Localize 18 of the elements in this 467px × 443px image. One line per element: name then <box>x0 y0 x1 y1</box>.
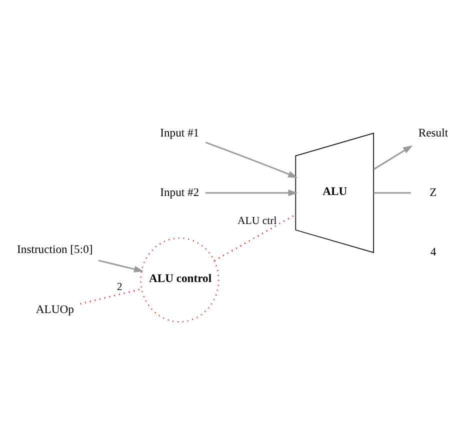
node-text: Instruction [5:0] <box>17 243 93 256</box>
edge-label: 2 <box>116 281 122 294</box>
node-text: Result <box>418 126 448 140</box>
node-text: ALUOp <box>36 302 74 316</box>
connector <box>214 214 296 262</box>
arrow <box>205 190 298 196</box>
label: 4 <box>430 246 436 259</box>
arrow <box>373 145 413 170</box>
node-text: Z <box>430 186 437 199</box>
node-text: Input #2 <box>160 186 200 199</box>
node-box: ALU <box>295 132 374 254</box>
node-text: Input #1 <box>160 126 200 140</box>
connector <box>374 192 411 194</box>
arrow <box>205 142 298 178</box>
node-circle: ALU control <box>140 237 220 322</box>
arrow <box>98 260 144 272</box>
connector <box>80 288 142 305</box>
edge-label: ALU ctrl <box>238 214 277 227</box>
